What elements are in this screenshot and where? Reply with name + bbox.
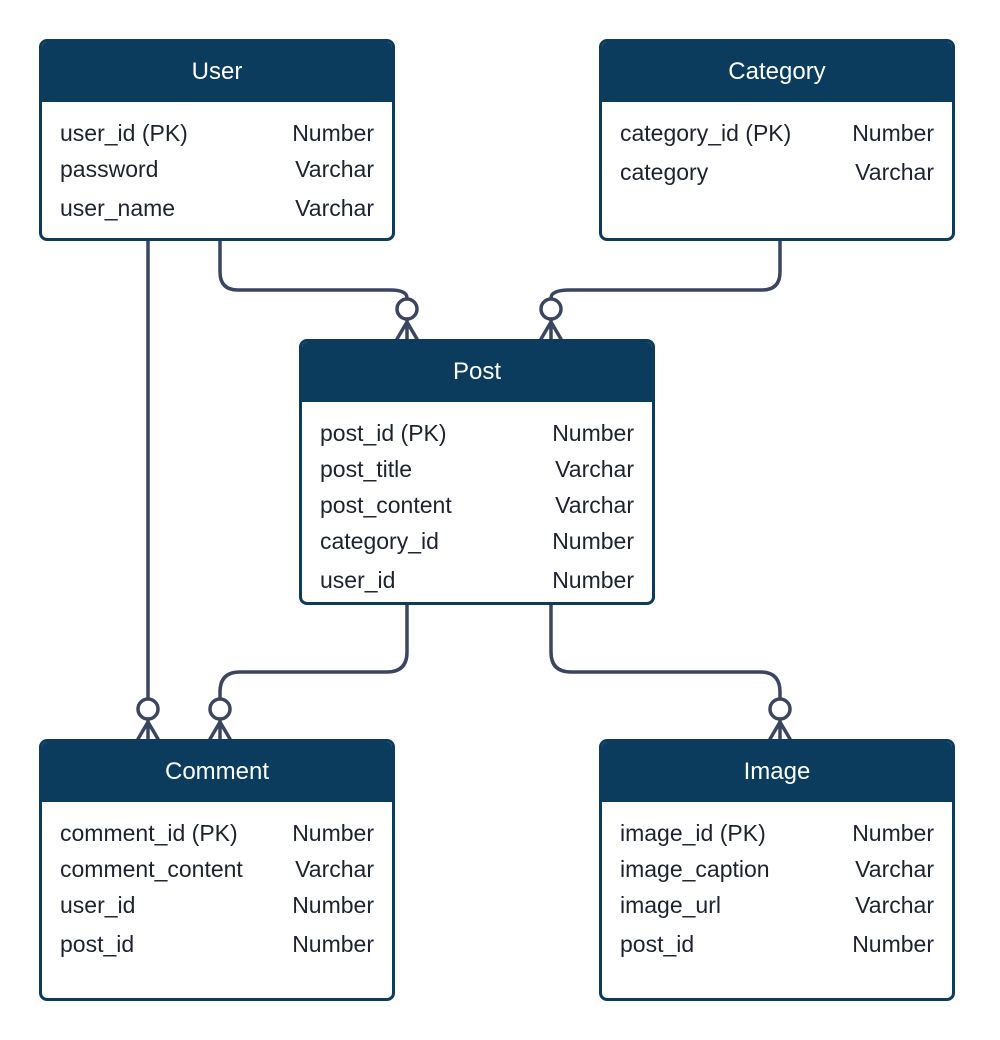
entity-user-title: User	[42, 42, 392, 102]
entity-comment-title: Comment	[42, 742, 392, 802]
connector-user-post	[218, 238, 419, 341]
field-type: Number	[852, 930, 934, 957]
field-name: password	[60, 155, 159, 182]
field-name: image_url	[620, 891, 721, 918]
field-name: post_id	[620, 930, 695, 957]
field-type: Number	[552, 419, 634, 446]
field-name: comment_id (PK)	[60, 819, 238, 846]
entity-post: Post post_id (PK) Number post_title Varc…	[299, 339, 655, 605]
field-row: password Varchar	[60, 151, 374, 187]
field-row: image_caption Varchar	[620, 851, 934, 887]
field-row: user_id (PK) Number	[60, 115, 374, 151]
entity-comment: Comment comment_id (PK) Number comment_c…	[39, 739, 395, 1001]
field-row: post_id Number	[620, 923, 934, 965]
field-name: image_caption	[620, 855, 770, 882]
field-type: Number	[852, 819, 934, 846]
entity-category-title: Category	[602, 42, 952, 102]
field-type: Number	[852, 119, 934, 146]
field-type: Number	[292, 819, 374, 846]
field-row: post_id Number	[60, 923, 374, 965]
entity-image: Image image_id (PK) Number image_caption…	[599, 739, 955, 1001]
connector-user-comment	[136, 238, 160, 741]
field-name: category_id	[320, 527, 439, 554]
field-name: post_content	[320, 491, 452, 518]
connector-post-image	[549, 603, 792, 741]
entity-category: Category category_id (PK) Number categor…	[599, 39, 955, 241]
field-row: user_name Varchar	[60, 187, 374, 229]
field-type: Varchar	[555, 455, 634, 482]
field-name: user_id	[60, 891, 136, 918]
field-row: image_id (PK) Number	[620, 815, 934, 851]
field-type: Varchar	[855, 855, 934, 882]
field-type: Varchar	[295, 855, 374, 882]
field-row: post_content Varchar	[320, 487, 634, 523]
field-name: post_title	[320, 455, 413, 482]
entity-image-title: Image	[602, 742, 952, 802]
field-name: comment_content	[60, 855, 243, 882]
field-row: category_id (PK) Number	[620, 115, 934, 151]
field-type: Varchar	[295, 194, 374, 221]
entity-post-title: Post	[302, 342, 652, 402]
field-name: category_id (PK)	[620, 119, 792, 146]
field-type: Varchar	[555, 491, 634, 518]
field-name: category	[620, 158, 709, 185]
field-name: user_id (PK)	[60, 119, 188, 146]
field-row: category Varchar	[620, 151, 934, 193]
field-type: Number	[552, 527, 634, 554]
field-row: comment_id (PK) Number	[60, 815, 374, 851]
field-type: Varchar	[295, 155, 374, 182]
field-row: post_id (PK) Number	[320, 415, 634, 451]
connector-category-post	[539, 238, 782, 341]
field-name: post_id	[60, 930, 135, 957]
field-row: comment_content Varchar	[60, 851, 374, 887]
field-type: Number	[292, 930, 374, 957]
field-type: Varchar	[855, 891, 934, 918]
field-name: image_id (PK)	[620, 819, 766, 846]
field-row: user_id Number	[320, 559, 634, 601]
field-row: category_id Number	[320, 523, 634, 559]
field-name: post_id (PK)	[320, 419, 447, 446]
field-row: image_url Varchar	[620, 887, 934, 923]
field-name: user_id	[320, 566, 396, 593]
field-row: user_id Number	[60, 887, 374, 923]
connector-post-comment	[208, 603, 409, 741]
field-type: Number	[292, 891, 374, 918]
field-type: Number	[292, 119, 374, 146]
entity-user: User user_id (PK) Number password Varcha…	[39, 39, 395, 241]
field-type: Number	[552, 566, 634, 593]
field-type: Varchar	[855, 158, 934, 185]
field-row: post_title Varchar	[320, 451, 634, 487]
field-name: user_name	[60, 194, 176, 221]
